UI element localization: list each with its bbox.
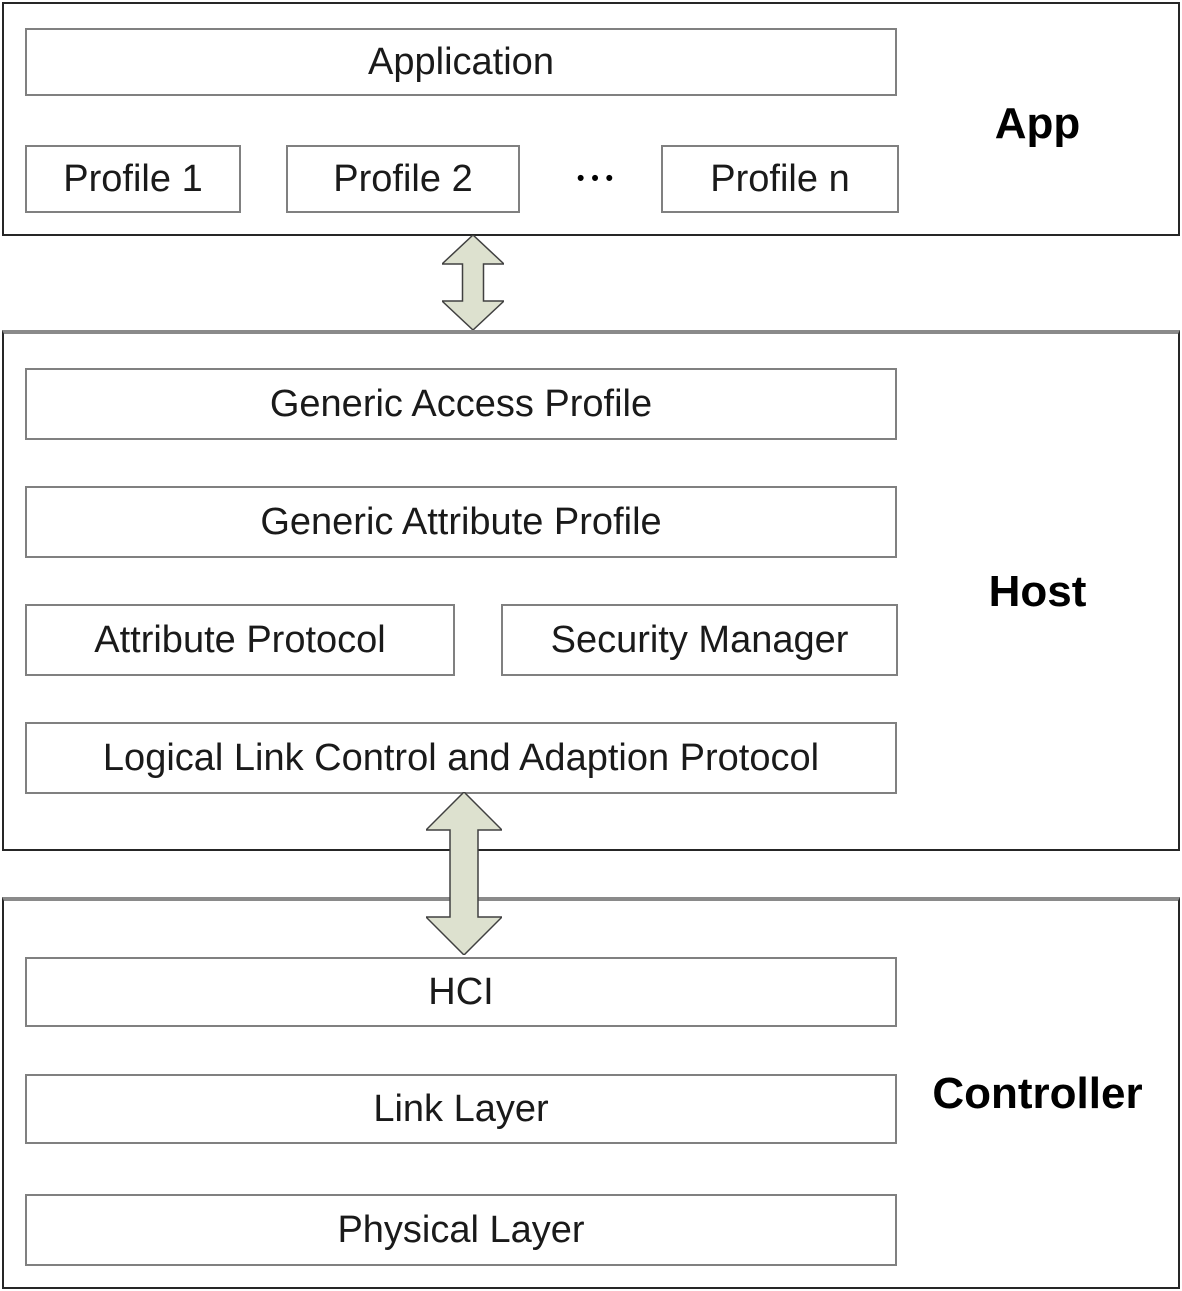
host-section: Generic Access Profile Generic Attribute…: [2, 330, 1180, 851]
security-manager-label: Security Manager: [550, 618, 849, 661]
hci-box: HCI: [25, 957, 897, 1027]
host-controller-double-arrow-icon: [424, 790, 504, 957]
generic-attribute-profile-box: Generic Attribute Profile: [25, 486, 897, 558]
app-section: Application Profile 1 Profile 2 ••• Prof…: [2, 2, 1180, 236]
app-section-label: App: [994, 99, 1081, 148]
controller-section: HCI Link Layer Physical Layer Controller: [2, 897, 1180, 1289]
link-layer-label: Link Layer: [373, 1087, 549, 1130]
controller-section-label: Controller: [932, 1069, 1143, 1118]
app-host-double-arrow-icon: [440, 233, 506, 332]
l2cap-box: Logical Link Control and Adaption Protoc…: [25, 722, 897, 794]
physical-layer-box: Physical Layer: [25, 1194, 897, 1266]
attribute-protocol-label: Attribute Protocol: [94, 618, 386, 661]
ellipsis-dots: •••: [576, 167, 621, 190]
profile-2-box: Profile 2: [286, 145, 520, 213]
link-layer-box: Link Layer: [25, 1074, 897, 1144]
security-manager-box: Security Manager: [501, 604, 898, 676]
host-section-label: Host: [988, 566, 1087, 616]
generic-access-profile-label: Generic Access Profile: [269, 382, 653, 425]
generic-attribute-profile-label: Generic Attribute Profile: [260, 500, 662, 543]
l2cap-label: Logical Link Control and Adaption Protoc…: [102, 736, 820, 779]
profile-2-label: Profile 2: [333, 157, 473, 200]
profile-1-label: Profile 1: [63, 157, 203, 200]
generic-access-profile-box: Generic Access Profile: [25, 368, 897, 440]
application-label: Application: [368, 40, 554, 83]
attribute-protocol-box: Attribute Protocol: [25, 604, 455, 676]
profile-n-label: Profile n: [710, 157, 850, 200]
profiles-ellipsis: •••: [545, 145, 645, 213]
profile-1-box: Profile 1: [25, 145, 241, 213]
profile-n-box: Profile n: [661, 145, 899, 213]
application-box: Application: [25, 28, 897, 96]
hci-label: HCI: [428, 970, 494, 1013]
physical-layer-label: Physical Layer: [337, 1208, 585, 1251]
